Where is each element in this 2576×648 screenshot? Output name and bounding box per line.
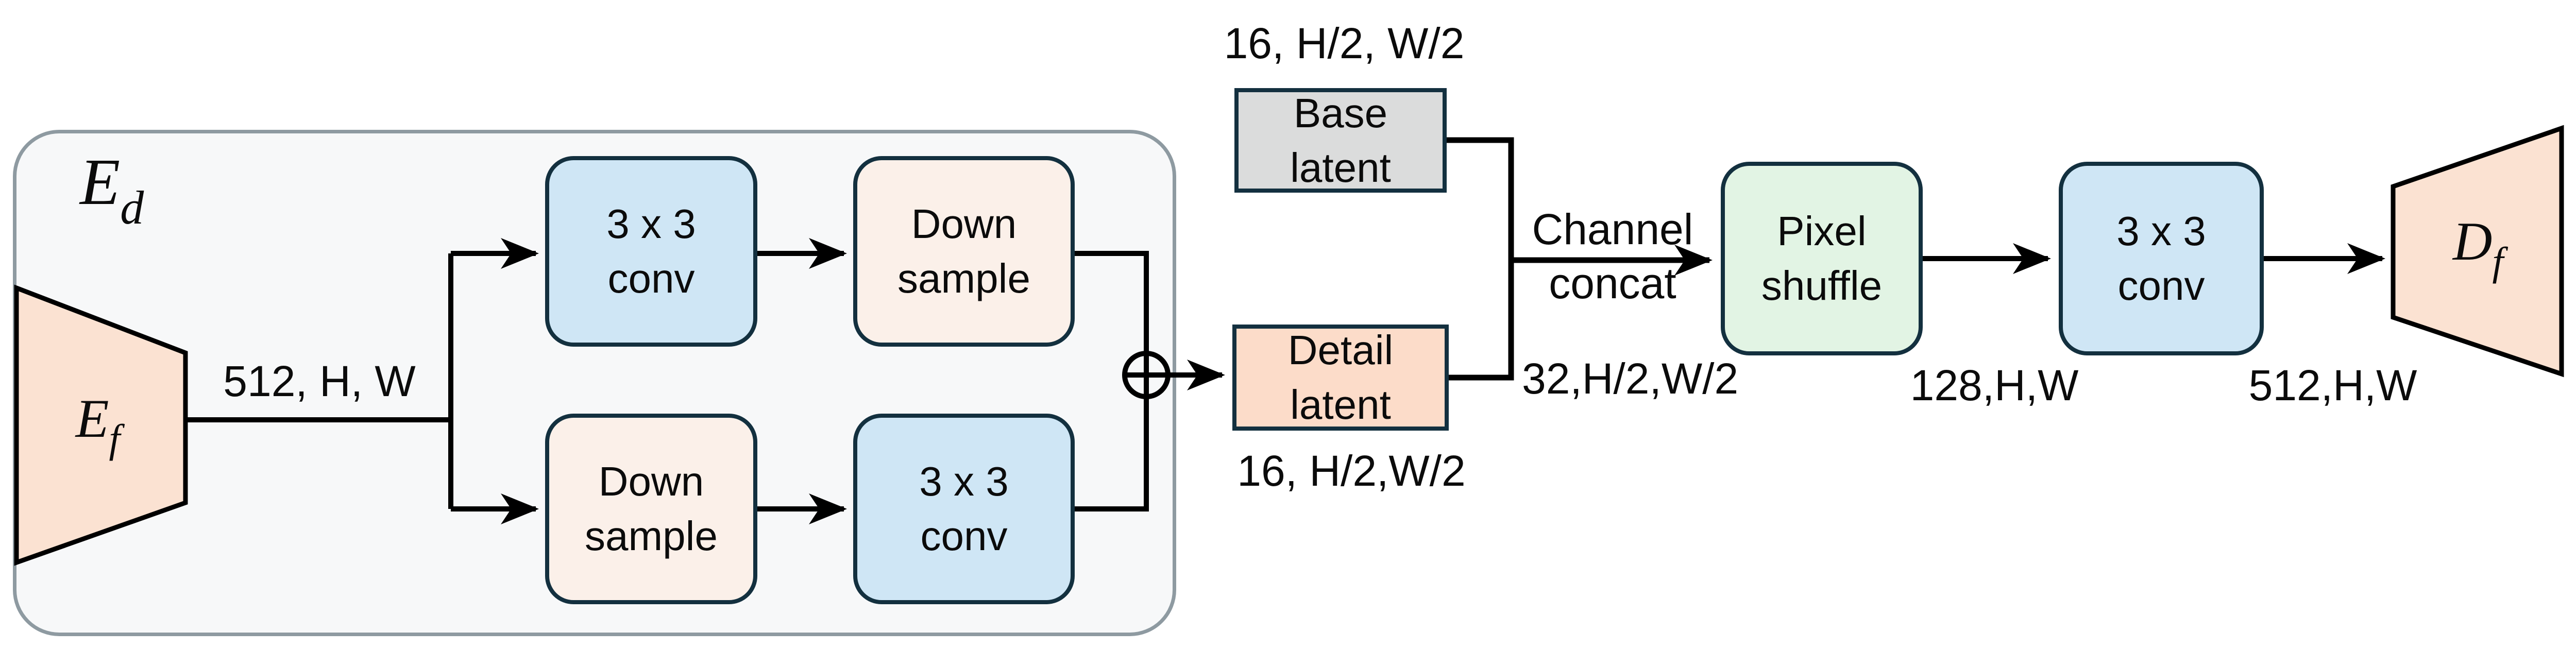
conv-3x3-top-box: 3 x 3 conv	[545, 156, 757, 347]
detail-encoder-label: Ed	[80, 144, 144, 235]
top-branch-elbow	[1075, 251, 1149, 352]
feature-decoder-trapezoid	[2391, 125, 2564, 378]
bottom-branch-elbow	[1075, 398, 1149, 511]
detail-encoder-label-main: E	[80, 145, 121, 218]
conv-3x3-right-box: 3 x 3 conv	[2059, 162, 2264, 355]
downsample-bottom-box: Down sample	[545, 414, 757, 604]
channel-concat-label-line2: concat	[1549, 259, 1676, 308]
shuffle-output-dim-label: 128,H,W	[1910, 361, 2079, 410]
feature-decoder-label-sub: f	[2492, 239, 2504, 284]
concat-output-dim-label: 32,H/2,W/2	[1522, 354, 1739, 403]
feature-decoder-label-main: D	[2452, 211, 2493, 271]
conv-output-dim-label: 512,H,W	[2248, 361, 2417, 410]
feature-encoder-trapezoid	[14, 284, 188, 566]
encoder-output-dim-label: 512, H, W	[223, 357, 416, 405]
pixel-shuffle-box: Pixel shuffle	[1721, 162, 1923, 355]
detail-encoder-label-sub: d	[120, 181, 144, 234]
feature-encoder-label-main: E	[75, 388, 109, 449]
feature-encoder-label-sub: f	[109, 416, 121, 461]
conv-3x3-bottom-box: 3 x 3 conv	[853, 414, 1075, 604]
channel-concat-label-line1: Channel	[1532, 205, 1693, 253]
feature-encoder-label: Ef	[31, 387, 165, 462]
base-latent-box: Base latent	[1234, 88, 1447, 193]
detail-latent-dim-label: 16, H/2,W/2	[1237, 447, 1466, 495]
feature-decoder-label: Df	[2401, 210, 2555, 285]
downsample-top-box: Down sample	[853, 156, 1075, 347]
base-latent-dim-label: 16, H/2, W/2	[1224, 19, 1465, 67]
sum-icon	[1122, 351, 1171, 399]
detail-latent-box: Detail latent	[1232, 325, 1449, 431]
